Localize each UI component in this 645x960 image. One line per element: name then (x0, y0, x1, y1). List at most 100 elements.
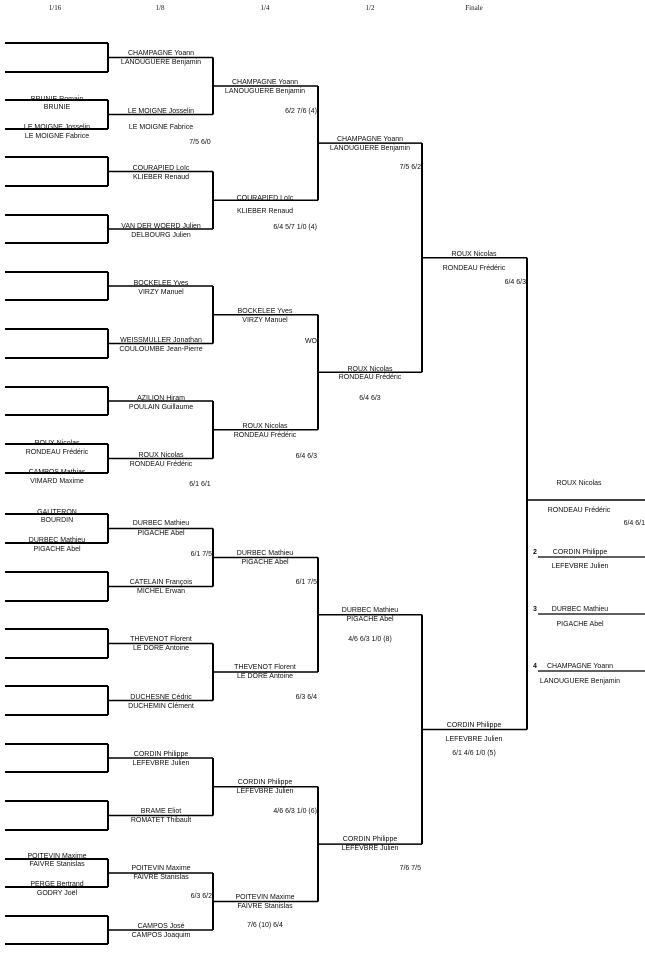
team-name: CAMPOS Joaquim (131, 932, 191, 939)
team-name: VIRZY Manuel (138, 289, 184, 296)
team-name: THEVENOT Florent (130, 636, 192, 643)
team-name: CORDIN Philippe (342, 836, 398, 843)
team-name: CAMPOS Mathias (28, 469, 86, 476)
team-name: ROUX Nicolas (451, 251, 497, 258)
team-name: DURBEC Mathieu (28, 537, 86, 544)
team-name: LEFEVBRE Julien (445, 736, 503, 743)
place-name: DURBEC Mathieu (551, 606, 609, 613)
team-name: DURBEC Mathieu (341, 607, 399, 614)
team-name: COURAPIED Loïc (236, 195, 294, 202)
round-header: 1/4 (260, 4, 270, 12)
team-name: POULAIN Guillaume (128, 404, 194, 411)
team-name: RONDEAU Frédéric (338, 374, 402, 381)
team-name: ROUX Nicolas (138, 452, 184, 459)
team-name: CHAMPAGNE Yoann (336, 136, 404, 143)
match-score: 4/6 6/3 1/0 (8) (348, 636, 392, 643)
match-score: 7/5 6/2 (399, 164, 421, 171)
round-header: 1/2 (365, 4, 375, 12)
team-name: LANOUGUERE Benjamin (224, 88, 306, 95)
team-name: THEVENOT Florent (234, 664, 296, 671)
team-name: DUCHEMIN Clément (128, 703, 194, 710)
round-header: Finale (465, 4, 483, 12)
winner-name: RONDEAU Frédéric (547, 507, 611, 514)
team-name: LE MOIGNE Fabrice (24, 133, 90, 140)
final-score: 6/4 6/1 (623, 520, 645, 527)
team-name: VIMARD Maxime (30, 478, 84, 485)
team-name: CHAMPAGNE Yoann (231, 79, 299, 86)
place-rank: 4 (533, 663, 537, 670)
match-score: 6/4 6/3 (504, 279, 526, 286)
team-name: ROMATET Thibault (130, 817, 192, 824)
winner-name: ROUX Nicolas (556, 480, 602, 487)
team-name: RONDEAU Frédéric (442, 265, 506, 272)
round-header: 1/16 (48, 4, 62, 12)
team-name: LEFEVBRE Julien (341, 845, 399, 852)
team-name: LANOUGUERE Benjamin (120, 59, 202, 66)
team-name: PIGACHE Abel (33, 546, 81, 553)
team-name: ROUX Nicolas (34, 440, 80, 447)
team-name: MICHEL Erwan (137, 588, 185, 595)
match-score: 6/1 7/5 (295, 579, 317, 586)
team-name: VAN DER WOERD Julien (121, 223, 201, 230)
team-name: GAUTERON (37, 509, 77, 516)
team-name: CHAMPAGNE Yoann (127, 50, 195, 57)
team-name: PERGE Bertrand (30, 881, 84, 888)
match-score: 6/4 6/3 (359, 395, 381, 402)
match-score: 4/6 6/3 1/0 (6) (273, 808, 317, 815)
team-name: RONDEAU Frédéric (233, 432, 297, 439)
team-name: DELBOURG Julien (131, 232, 191, 239)
team-name: POITEVIN Maxime (235, 894, 295, 901)
team-name: FAIVRE Stanislas (237, 903, 293, 910)
team-name: BOCKELEE Yves (133, 280, 189, 287)
match-score: 6/4 5/7 1/0 (4) (273, 224, 317, 231)
team-name: PIGACHE Abel (241, 559, 289, 566)
match-score: 6/4 6/3 (295, 453, 317, 460)
team-name: LE MOIGNE Fabrice (128, 124, 194, 131)
match-score: 6/2 7/6 (4) (285, 108, 317, 115)
place-name: LEFEVBRE Julien (551, 563, 609, 570)
team-name: BRAME Eliot (140, 808, 182, 815)
team-name: FAIVRE Stanislas (133, 874, 189, 881)
team-name: GODRY Joël (36, 890, 78, 897)
match-score: 6/3 6/4 (295, 694, 317, 701)
match-score: 7/6 (10) 6/4 (247, 922, 283, 929)
team-name: DURBEC Mathieu (236, 550, 294, 557)
team-name: POITEVIN Maxime (27, 853, 87, 860)
team-name: LE MOIGNE Josselin (23, 124, 91, 131)
team-name: CATELAIN François (129, 579, 193, 586)
place-name: CORDIN Philippe (552, 549, 608, 556)
team-name: COULOUMBE Jean-Pierre (119, 346, 203, 353)
team-name: BRUNIE (43, 104, 71, 111)
team-name: ROUX Nicolas (347, 366, 393, 373)
team-name: COURAPIED Loïc (132, 165, 190, 172)
team-name: BRUNIE Romain (30, 96, 84, 103)
place-name: PIGACHE Abel (556, 621, 604, 628)
match-score: 7/5 6/0 (189, 139, 211, 146)
match-score: WO (304, 338, 317, 345)
team-name: RONDEAU Frédéric (129, 461, 193, 468)
place-name: CHAMPAGNE Yoann (546, 663, 614, 670)
place-name: LANOUGUERE Benjamin (539, 678, 621, 685)
team-name: RONDEAU Frédéric (25, 449, 89, 456)
match-score: 6/1 4/6 1/0 (5) (452, 750, 496, 757)
team-name: BOURDIN (40, 517, 74, 524)
team-name: PIGACHE Abel (137, 530, 185, 537)
place-rank: 2 (533, 549, 537, 556)
team-name: POITEVIN Maxime (131, 865, 191, 872)
team-name: BOCKELEE Yves (237, 308, 293, 315)
team-name: DURBEC Mathieu (132, 520, 190, 527)
round-header: 1/8 (155, 4, 165, 12)
team-name: DUCHESNE Cédric (130, 694, 192, 701)
team-name: AZILION Hiram (137, 395, 185, 402)
match-score: 7/6 7/5 (399, 865, 421, 872)
team-name: LEFEVBRE Julien (132, 760, 190, 767)
team-name: LE DORE Antoine (132, 645, 190, 652)
team-name: LANOUGUERE Benjamin (329, 145, 411, 152)
team-name: LEFEVBRE Julien (236, 788, 294, 795)
match-score: 6/3 6/2 (190, 893, 212, 900)
team-name: PIGACHE Abel (346, 616, 394, 623)
team-name: KLIEBER Renaud (236, 208, 294, 215)
team-name: LE DORE Antoine (236, 673, 294, 680)
team-name: FAIVRE Stanislas (29, 861, 85, 868)
